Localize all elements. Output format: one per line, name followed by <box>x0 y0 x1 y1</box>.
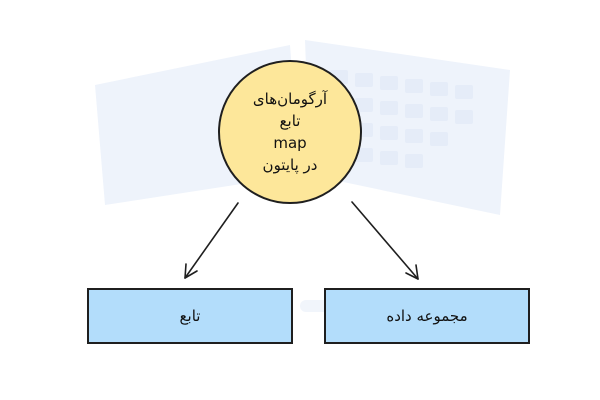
central-topic-line-3: map <box>273 134 307 152</box>
dataset-node-label: مجموعه داده <box>386 307 468 325</box>
central-topic-line-1: آرگومان‌های <box>252 90 328 108</box>
central-topic-node: آرگومان‌های تابع map در پایتون <box>218 60 362 204</box>
arrowhead-left-icon <box>184 263 198 279</box>
dataset-node: مجموعه داده <box>324 288 530 344</box>
central-topic-line-2: تابع <box>279 112 301 130</box>
arrow-to-left-node <box>184 202 239 279</box>
function-node-label: تابع <box>179 307 201 325</box>
arrow-to-right-node <box>351 201 419 280</box>
function-node: تابع <box>87 288 293 344</box>
arrowhead-right-icon <box>405 264 419 280</box>
central-topic-line-4: در پایتون <box>262 156 318 174</box>
